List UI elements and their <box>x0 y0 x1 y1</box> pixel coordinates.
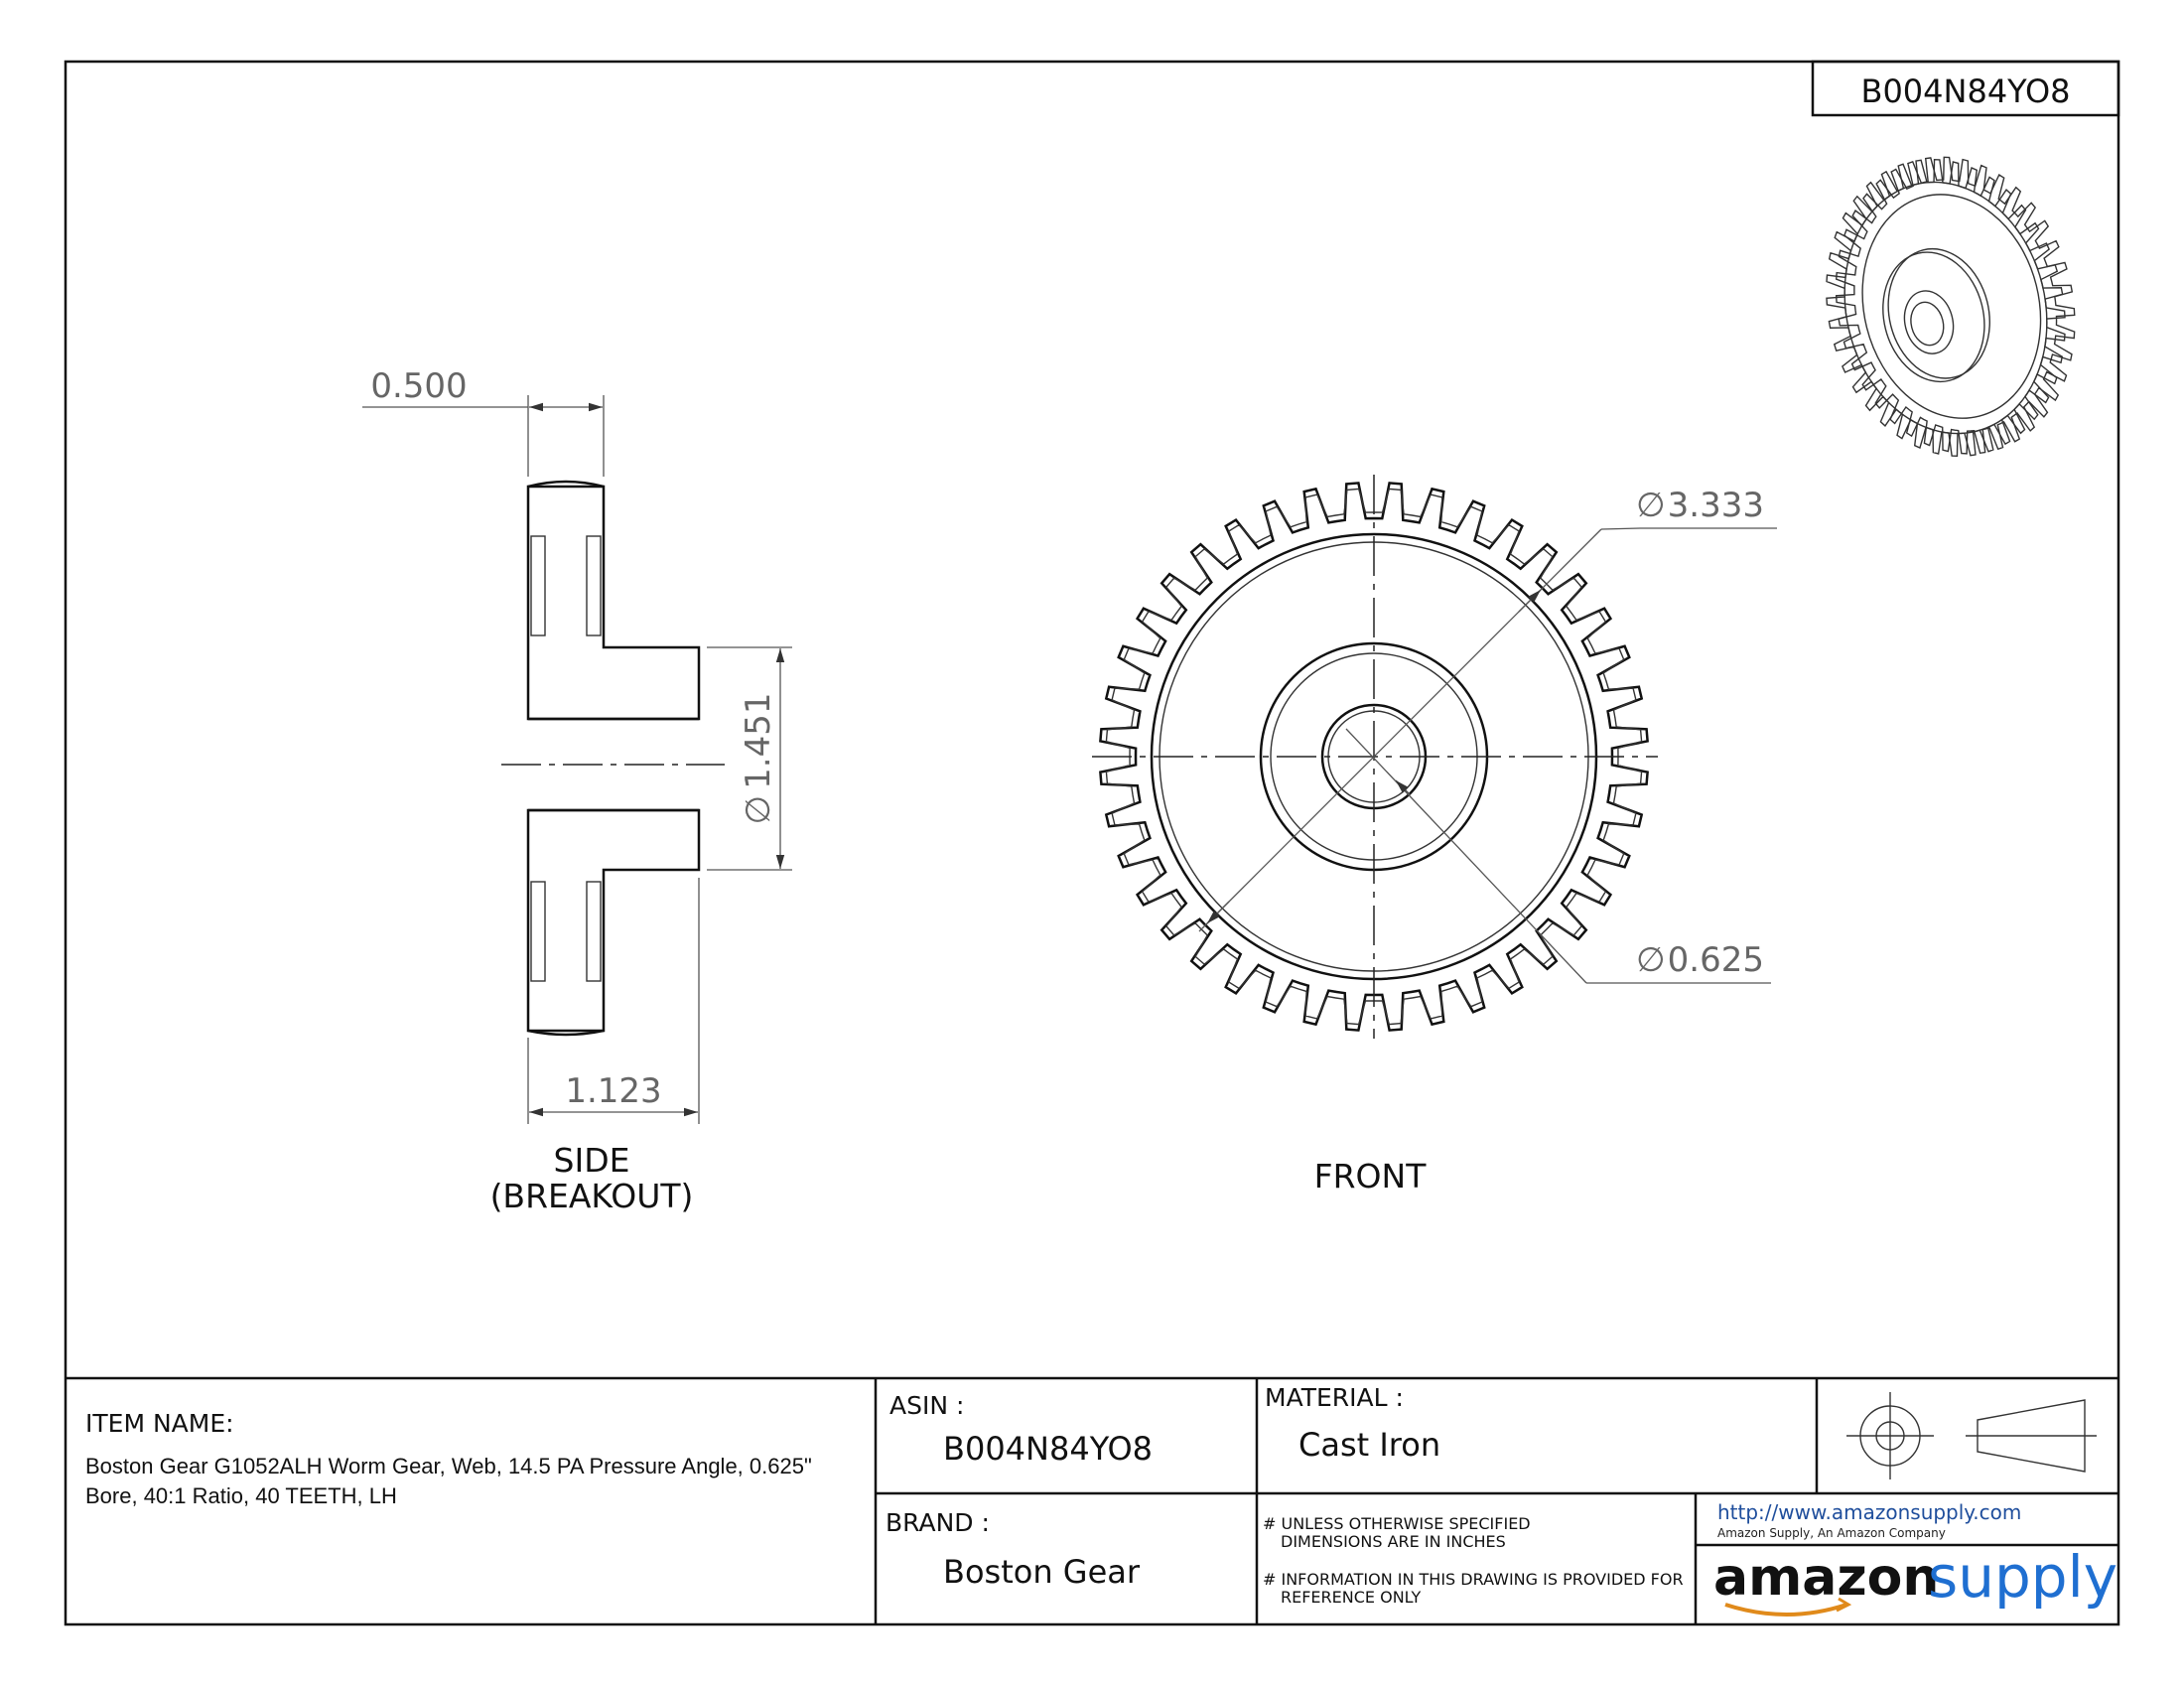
dim-bore-diameter-value: 0.625 <box>1668 940 1764 980</box>
asin-value: B004N84YO8 <box>943 1430 1153 1468</box>
title-block: ITEM NAME: Boston Gear G1052ALH Worm Gea… <box>66 1376 2118 1624</box>
asin-label: ASIN : <box>889 1391 964 1420</box>
part-number: B004N84YO8 <box>1860 72 2070 110</box>
side-view-label: SIDE <box>554 1141 630 1180</box>
dim-hub-diameter-value: 1.451 <box>739 693 778 789</box>
note-reference-line2: REFERENCE ONLY <box>1281 1588 1421 1607</box>
side-view-sublabel: (BREAKOUT) <box>490 1177 694 1215</box>
iso-gear-teeth-2 <box>1835 156 2076 455</box>
item-name-line2: Bore, 40:1 Ratio, 40 TEETH, LH <box>85 1483 397 1508</box>
isometric-gear-view <box>1826 156 2076 457</box>
website-link[interactable]: http://www.amazonsupply.com <box>1717 1500 2021 1524</box>
svg-text:∅0.625: ∅0.625 <box>1636 940 1764 980</box>
brand-label: BRAND : <box>886 1508 990 1537</box>
drawing-border <box>64 60 2120 1626</box>
side-section-bottom <box>526 808 701 1033</box>
note-units-line2: DIMENSIONS ARE IN INCHES <box>1281 1532 1506 1551</box>
svg-text:∅1.451: ∅ 1.451 <box>739 693 778 825</box>
side-view: 0.500 1.123 ∅ 1.451 SIDE (BREAKOUT) <box>362 366 792 1215</box>
part-number-box: B004N84YO8 <box>1811 60 2120 117</box>
diameter-symbol: ∅ <box>739 795 778 825</box>
side-section-top <box>526 485 701 721</box>
material-label: MATERIAL : <box>1265 1383 1404 1412</box>
item-name-line1: Boston Gear G1052ALH Worm Gear, Web, 14.… <box>85 1454 812 1478</box>
dim-width-value: 0.500 <box>370 366 467 406</box>
item-name-label: ITEM NAME: <box>85 1409 234 1438</box>
front-view: ∅3.333 ∅0.625 FRONT <box>1092 475 1777 1196</box>
material-value: Cast Iron <box>1298 1426 1440 1464</box>
brand-value: Boston Gear <box>943 1553 1141 1591</box>
third-angle-projection-symbol <box>1846 1392 2097 1479</box>
dim-outer-diameter-value: 3.333 <box>1668 486 1764 525</box>
front-view-label: FRONT <box>1314 1157 1428 1196</box>
amazon-supply-logo: amazon supply <box>1713 1543 2117 1617</box>
iso-gear-teeth-1 <box>1826 159 2066 457</box>
website-subtitle: Amazon Supply, An Amazon Company <box>1717 1526 1946 1540</box>
diameter-symbol-od: ∅ <box>1636 486 1666 525</box>
note-reference-line1: # INFORMATION IN THIS DRAWING IS PROVIDE… <box>1263 1570 1684 1589</box>
svg-text:∅3.333: ∅3.333 <box>1636 486 1764 525</box>
note-units-line1: # UNLESS OTHERWISE SPECIFIED <box>1263 1514 1531 1533</box>
logo-supply-text: supply <box>1928 1543 2117 1611</box>
diameter-symbol-bore: ∅ <box>1636 940 1666 980</box>
logo-amazon-text: amazon <box>1713 1548 1939 1608</box>
dim-hub-length-value: 1.123 <box>565 1071 661 1111</box>
